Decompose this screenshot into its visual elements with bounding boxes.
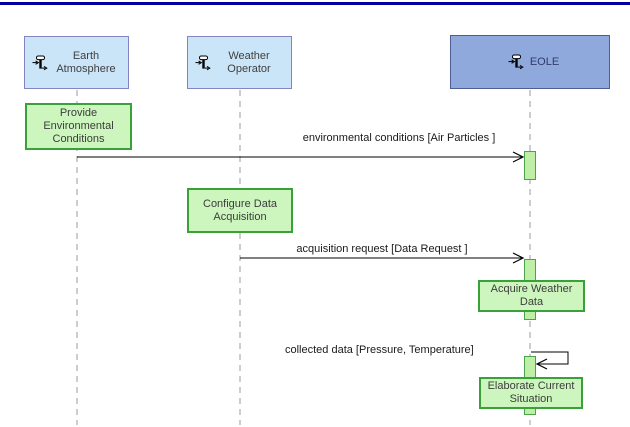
activity-provide-environmental-conditions[interactable]: Provide Environmental Conditions <box>25 103 132 150</box>
component-part-icon <box>508 54 524 70</box>
message-label-acquisition-request[interactable]: acquisition request [Data Request ] <box>296 243 468 255</box>
lifeline-header-eole[interactable]: EOLE <box>450 35 610 89</box>
lifeline-header-weather-operator[interactable]: Weather Operator <box>187 36 292 89</box>
lifeline-label-earth-atmosphere: Earth Atmosphere <box>56 49 116 75</box>
activity-elaborate-current-situation[interactable]: Elaborate Current Situation <box>479 377 583 409</box>
execution-bar-eole-1[interactable] <box>524 151 536 180</box>
message-arrow-collected-data-self[interactable] <box>531 351 569 370</box>
activity-acquire-weather-data[interactable]: Acquire Weather Data <box>478 280 585 312</box>
lifeline-header-earth-atmosphere[interactable]: Earth Atmosphere <box>24 36 129 89</box>
window-top-border <box>0 2 630 5</box>
message-label-environmental-conditions[interactable]: environmental conditions [Air Particles … <box>302 132 496 144</box>
component-part-icon <box>195 55 211 71</box>
message-arrow-acquisition-request[interactable] <box>240 252 525 264</box>
message-label-collected-data[interactable]: collected data [Pressure, Temperature] <box>285 344 474 356</box>
activity-configure-data-acquisition[interactable]: Configure Data Acquisition <box>187 188 293 233</box>
lifeline-label-weather-operator: Weather Operator <box>227 49 271 75</box>
lifeline-label-eole: EOLE <box>529 55 560 68</box>
component-part-icon <box>32 55 48 71</box>
message-arrow-environmental-conditions[interactable] <box>77 151 525 163</box>
